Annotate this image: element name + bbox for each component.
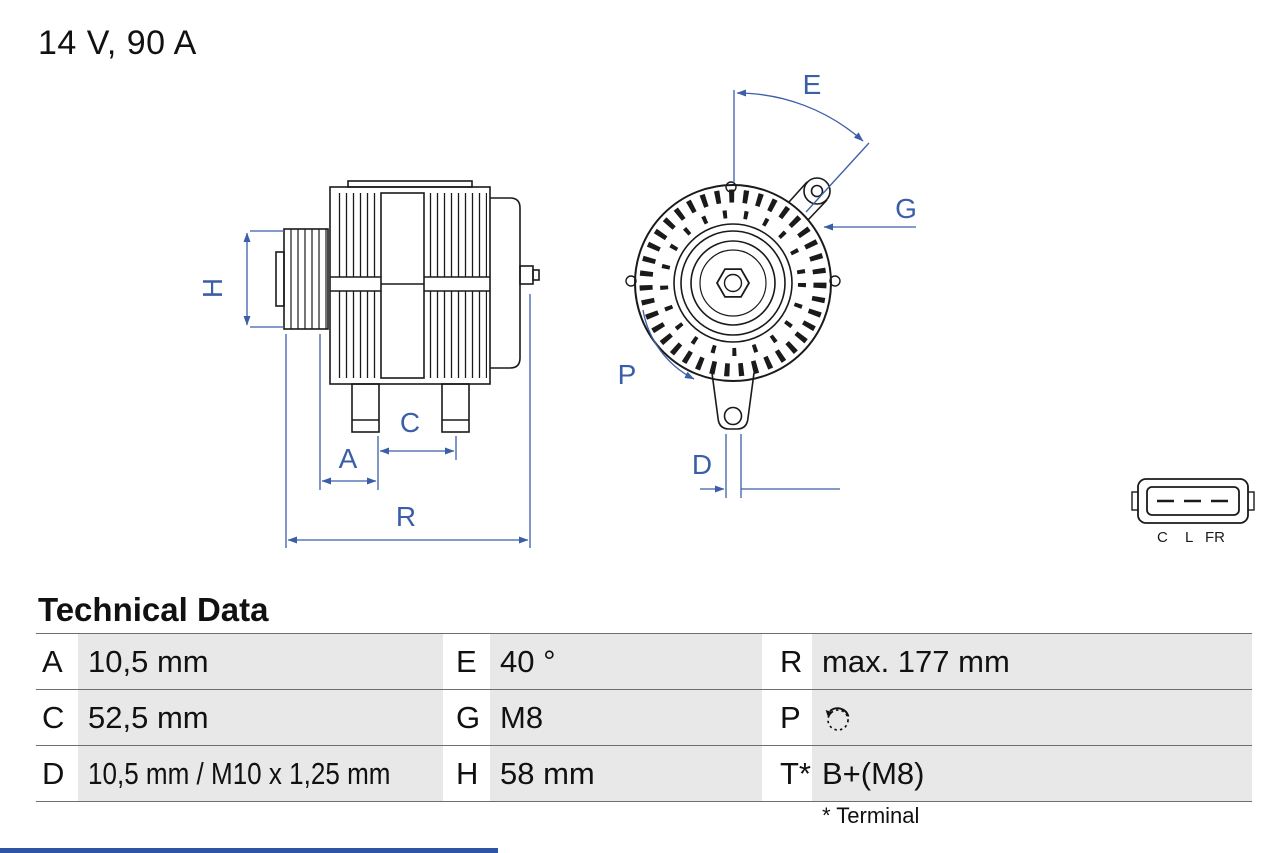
rotation-direction-icon — [825, 706, 850, 731]
spec-value-t: B+(M8) — [812, 746, 1252, 802]
spec-value-a: 10,5 mm — [78, 634, 443, 690]
connector-pin-l: L — [1185, 529, 1193, 546]
spec-key-h: H — [443, 746, 490, 802]
spec-value-d: 10,5 mm / M10 x 1,25 mm — [78, 746, 443, 802]
alternator-side-view — [275, 180, 540, 433]
spec-value-g: M8 — [490, 690, 762, 746]
spec-key-c: C — [36, 690, 78, 746]
rotation-direction-arrow — [642, 309, 695, 380]
technical-data-title: Technical Data — [38, 591, 269, 628]
alternator-front-view — [625, 177, 841, 430]
spec-key-e: E — [443, 634, 490, 690]
spec-key-p: P — [762, 690, 812, 746]
spec-value-r: max. 177 mm — [812, 634, 1252, 690]
pulley-grooves — [290, 229, 327, 329]
spec-key-r: R — [762, 634, 812, 690]
connector-pin-c: C — [1157, 529, 1168, 546]
connector-pin-fr: FR — [1205, 529, 1225, 546]
side-view-dimension-lines — [243, 230, 531, 548]
dim-label-p: P — [618, 359, 637, 390]
dim-label-c: C — [400, 407, 420, 438]
spec-key-d: D — [36, 746, 78, 802]
spec-key-t: T* — [762, 746, 812, 802]
dim-label-r: R — [396, 501, 416, 532]
dim-label-d: D — [692, 449, 712, 480]
front-view-dimension-lines — [642, 89, 916, 498]
rating-label: 14 V, 90 A — [38, 24, 197, 62]
spec-value-p — [812, 690, 1252, 746]
spec-value-h: 58 mm — [490, 746, 762, 802]
spec-value-c: 52,5 mm — [78, 690, 443, 746]
spec-key-a: A — [36, 634, 78, 690]
spec-value-e: 40 ° — [490, 634, 762, 690]
technical-data-table: A 10,5 mm E 40 ° R max. 177 mm C 52,5 mm… — [36, 633, 1252, 802]
terminal-footnote: * Terminal — [822, 803, 920, 828]
dimension-labels: H A C R E G P D — [197, 69, 917, 532]
alternator-technical-drawing: H A C R E G P D C L FR — [197, 69, 1255, 548]
dim-label-e: E — [803, 69, 822, 100]
dim-label-h: H — [197, 278, 228, 298]
shaft-nut-hexagon — [715, 268, 751, 298]
spec-value-d-text: 10,5 mm / M10 x 1,25 mm — [88, 755, 391, 791]
spec-key-g: G — [443, 690, 490, 746]
bottom-accent-bar — [0, 848, 498, 853]
dim-label-g: G — [895, 193, 917, 224]
plug-connector-diagram — [1131, 478, 1255, 524]
connector-pin-labels: C L FR — [1157, 529, 1225, 546]
dim-label-a: A — [339, 443, 358, 474]
